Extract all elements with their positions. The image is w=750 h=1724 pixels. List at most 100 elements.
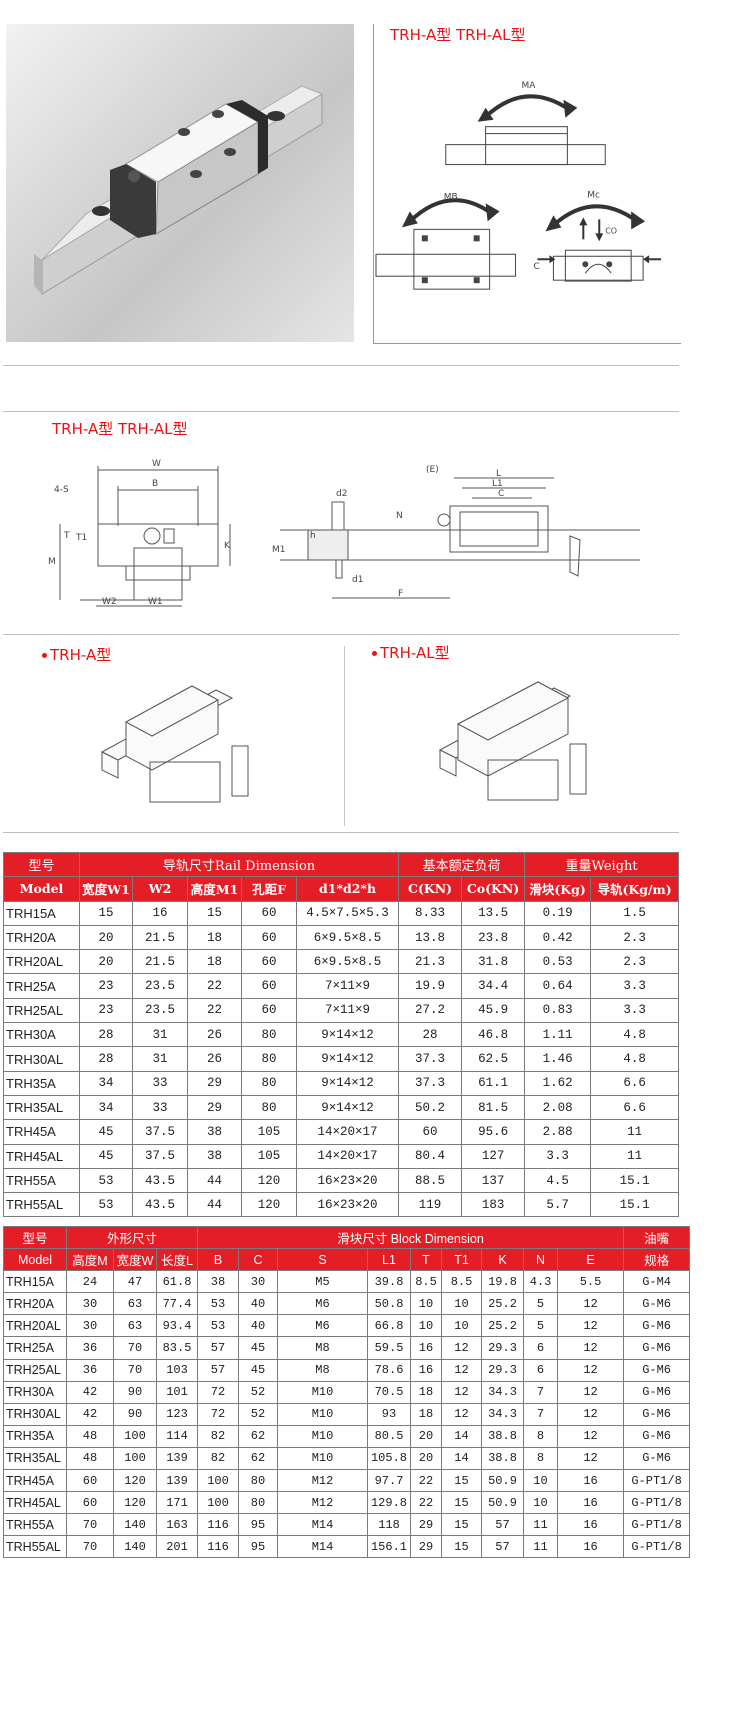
value-cell: 3.3 <box>590 997 680 1024</box>
value-cell: 60 <box>241 924 297 951</box>
label-mb: MB <box>444 192 458 202</box>
value-cell: 82 <box>197 1446 239 1471</box>
value-cell: 15 <box>441 1469 482 1493</box>
label-h: h <box>310 531 316 541</box>
bullet-icon <box>372 651 377 656</box>
model-cell: TRH30A <box>3 1380 67 1404</box>
model-cell: TRH45AL <box>3 1491 67 1515</box>
value-cell: 123 <box>156 1402 198 1426</box>
value-cell: 27.2 <box>398 997 463 1024</box>
value-cell: 12 <box>556 1424 625 1448</box>
value-cell: G-M6 <box>623 1380 691 1404</box>
value-cell: 37.5 <box>132 1119 188 1145</box>
column-header: 导轨(Kg/m) <box>590 876 680 902</box>
model-cell: TRH45A <box>3 1469 67 1493</box>
label-m: M <box>48 557 56 567</box>
value-cell: 30 <box>238 1270 278 1294</box>
value-cell: M10 <box>277 1402 368 1426</box>
column-header: Model <box>3 1248 67 1272</box>
value-cell: M12 <box>277 1491 368 1515</box>
value-cell: M10 <box>277 1424 368 1448</box>
value-cell: 100 <box>113 1424 157 1448</box>
value-cell: 13.8 <box>398 924 463 951</box>
value-cell: 60 <box>241 997 297 1024</box>
value-cell: 48 <box>66 1446 114 1471</box>
right-iso-drawing <box>434 680 604 810</box>
value-cell: 9×14×12 <box>295 1094 400 1121</box>
value-cell: 11 <box>523 1535 558 1559</box>
value-cell: 29 <box>187 1094 242 1121</box>
value-cell: 39.8 <box>367 1270 411 1294</box>
label-n: N <box>396 511 403 521</box>
value-cell: 26 <box>187 1022 242 1048</box>
value-cell: 163 <box>156 1513 198 1537</box>
label-w1: W1 <box>148 597 163 607</box>
value-cell: 12 <box>556 1358 625 1382</box>
value-cell: 15 <box>441 1513 482 1537</box>
value-cell: 105 <box>241 1143 297 1169</box>
value-cell: 6×9.5×8.5 <box>295 949 400 975</box>
value-cell: 2.3 <box>590 949 680 975</box>
value-cell: 82 <box>197 1424 239 1448</box>
label-c: C <box>533 262 539 272</box>
value-cell: G-M6 <box>623 1336 691 1360</box>
value-cell: 116 <box>197 1535 239 1559</box>
value-cell: 10 <box>523 1491 558 1515</box>
value-cell: 21.3 <box>398 949 463 975</box>
value-cell: G-M6 <box>623 1314 691 1338</box>
value-cell: 12 <box>556 1336 625 1360</box>
value-cell: 60 <box>241 900 297 926</box>
label-4s: 4-S <box>54 485 69 495</box>
value-cell: 139 <box>156 1446 198 1471</box>
value-cell: 23 <box>79 973 133 999</box>
value-cell: 127 <box>461 1143 526 1169</box>
value-cell: 50.2 <box>398 1094 463 1121</box>
value-cell: 21.5 <box>132 949 188 975</box>
value-cell: 16 <box>410 1336 442 1360</box>
value-cell: 15 <box>187 900 242 926</box>
value-cell: 18 <box>187 949 242 975</box>
value-cell: M6 <box>277 1314 368 1338</box>
value-cell: 139 <box>156 1469 198 1493</box>
model-cell: TRH20A <box>3 924 80 951</box>
model-cell: TRH30AL <box>3 1402 67 1426</box>
value-cell: 12 <box>556 1380 625 1404</box>
group-header-cell: 型号 <box>3 851 80 878</box>
value-cell: 95.6 <box>461 1119 526 1145</box>
column-header: 高度M <box>66 1248 114 1272</box>
value-cell: 19.8 <box>481 1270 524 1294</box>
value-cell: 1.62 <box>524 1070 592 1096</box>
value-cell: 80.5 <box>367 1424 411 1448</box>
value-cell: 36 <box>66 1358 114 1382</box>
value-cell: 105 <box>241 1119 297 1145</box>
value-cell: 29.3 <box>481 1336 524 1360</box>
model-cell: TRH35AL <box>3 1094 80 1121</box>
value-cell: 70 <box>113 1358 157 1382</box>
value-cell: 80 <box>241 1022 297 1048</box>
value-cell: 8.5 <box>410 1270 442 1294</box>
model-cell: TRH20A <box>3 1292 67 1316</box>
column-header: S <box>277 1248 368 1272</box>
value-cell: 137 <box>461 1167 526 1194</box>
value-cell: 31.8 <box>461 949 526 975</box>
value-cell: 23.5 <box>132 997 188 1024</box>
model-cell: TRH20AL <box>3 1314 67 1338</box>
column-header: E <box>556 1248 625 1272</box>
value-cell: G-M6 <box>623 1358 691 1382</box>
value-cell: 120 <box>241 1192 297 1218</box>
value-cell: 100 <box>197 1491 239 1515</box>
dimension-drawings: W B 4-S T T1 K M W2 W1 (E) L L1 C N d2 h… <box>40 456 680 616</box>
value-cell: 118 <box>367 1513 411 1537</box>
value-cell: 70.5 <box>367 1380 411 1404</box>
value-cell: 156.1 <box>367 1535 411 1559</box>
divider <box>3 832 679 833</box>
value-cell: 12 <box>556 1402 625 1426</box>
model-cell: TRH35A <box>3 1070 80 1096</box>
value-cell: 4.5 <box>524 1167 592 1194</box>
value-cell: 12 <box>441 1358 482 1382</box>
